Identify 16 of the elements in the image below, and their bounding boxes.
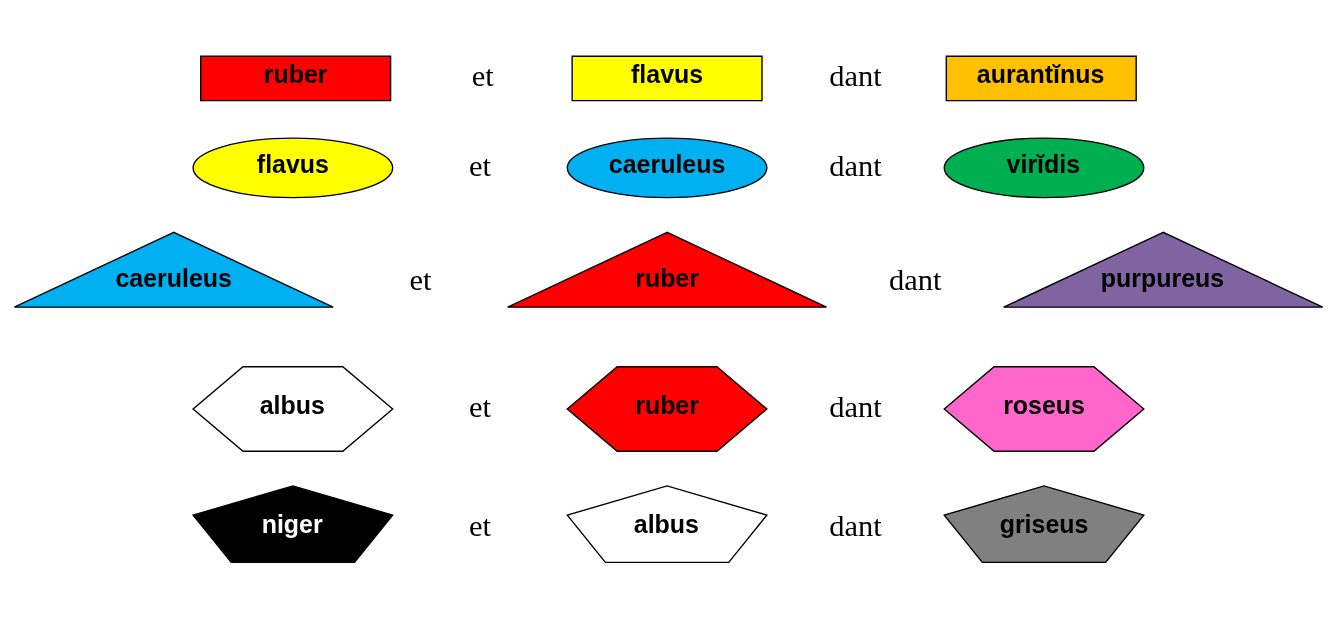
label: dant (888, 262, 942, 297)
label: dant (829, 58, 882, 93)
node-ellipse: virĭdis (943, 136, 1145, 198)
node-box: aurantĭnus (945, 55, 1137, 101)
label: et (471, 58, 494, 93)
label: dant (829, 148, 882, 183)
node-box: flavus (571, 55, 763, 101)
label: dant (829, 389, 882, 424)
label: et (468, 389, 491, 424)
node-box: ruber (200, 55, 392, 101)
label: et (468, 508, 491, 543)
label: et (409, 262, 432, 297)
node-ellipse: caeruleus (566, 136, 768, 198)
label: dant (829, 508, 882, 543)
node-ellipse: flavus (192, 136, 394, 198)
label: et (468, 148, 491, 183)
